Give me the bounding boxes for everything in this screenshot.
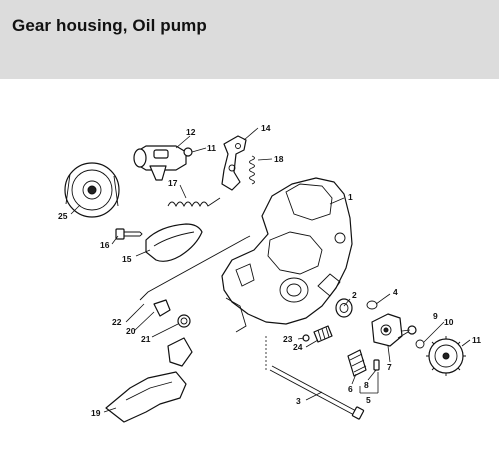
part-spring-21 <box>177 314 191 328</box>
callout-5: 5 <box>366 395 371 405</box>
callout-17: 17 <box>168 178 178 188</box>
part-washer-10 <box>415 339 425 349</box>
part-oil-pump <box>371 313 403 347</box>
part-worm-24 <box>313 325 333 343</box>
callout-2: 2 <box>352 290 357 300</box>
part-bolt-3 <box>269 365 365 420</box>
part-control-rod <box>139 235 251 301</box>
callout-13: 12 <box>186 127 196 137</box>
part-o-ring-4 <box>366 300 378 310</box>
callout-19: 19 <box>91 408 101 418</box>
part-rim-drum <box>64 162 120 218</box>
part-sprocket-11 <box>426 336 466 376</box>
callout-16: 16 <box>100 240 110 250</box>
callout-8: 8 <box>364 380 369 390</box>
part-throttle-assembly <box>133 145 193 181</box>
part-screw-16 <box>115 228 143 240</box>
callout-1: 1 <box>348 192 353 202</box>
callout-18: 18 <box>274 154 284 164</box>
callout-23: 23 <box>283 334 293 344</box>
callout-7: 7 <box>387 362 392 372</box>
leader-lines <box>70 127 471 413</box>
callout-14: 14 <box>261 123 271 133</box>
part-bushing-2 <box>335 298 353 318</box>
callout-4: 4 <box>393 287 398 297</box>
part-torsion-spring <box>167 197 221 208</box>
callout-11: 11 <box>472 335 481 345</box>
part-shroud <box>145 223 203 262</box>
callout-21: 21 <box>141 334 151 344</box>
part-spring-upright <box>249 155 255 185</box>
part-handle-guard-19 <box>105 337 193 423</box>
callout-22: 22 <box>112 317 122 327</box>
callout-12: 11 <box>207 143 216 153</box>
page-title: Gear housing, Oil pump <box>12 16 207 35</box>
callout-24: 24 <box>293 342 303 352</box>
part-worm-gear-6 <box>347 349 367 377</box>
callout-25: 25 <box>58 211 68 221</box>
part-lever <box>221 135 247 191</box>
exploded-view-diagram: 12 11 14 18 17 1 25 16 15 22 20 21 2 4 9… <box>58 123 481 423</box>
callout-labels: 12 11 14 18 17 1 25 16 15 22 20 21 2 4 9… <box>58 123 481 418</box>
callout-6: 6 <box>348 384 353 394</box>
part-fitting-20 <box>153 299 171 317</box>
callout-10: 10 <box>444 317 454 327</box>
part-gear-housing <box>221 177 353 333</box>
callout-20: 20 <box>126 326 136 336</box>
callout-3: 3 <box>296 396 301 406</box>
callout-15: 15 <box>122 254 132 264</box>
callout-9: 9 <box>433 311 438 321</box>
header-bar: Gear housing, Oil pump <box>0 0 499 79</box>
part-pin-8 <box>373 359 380 371</box>
